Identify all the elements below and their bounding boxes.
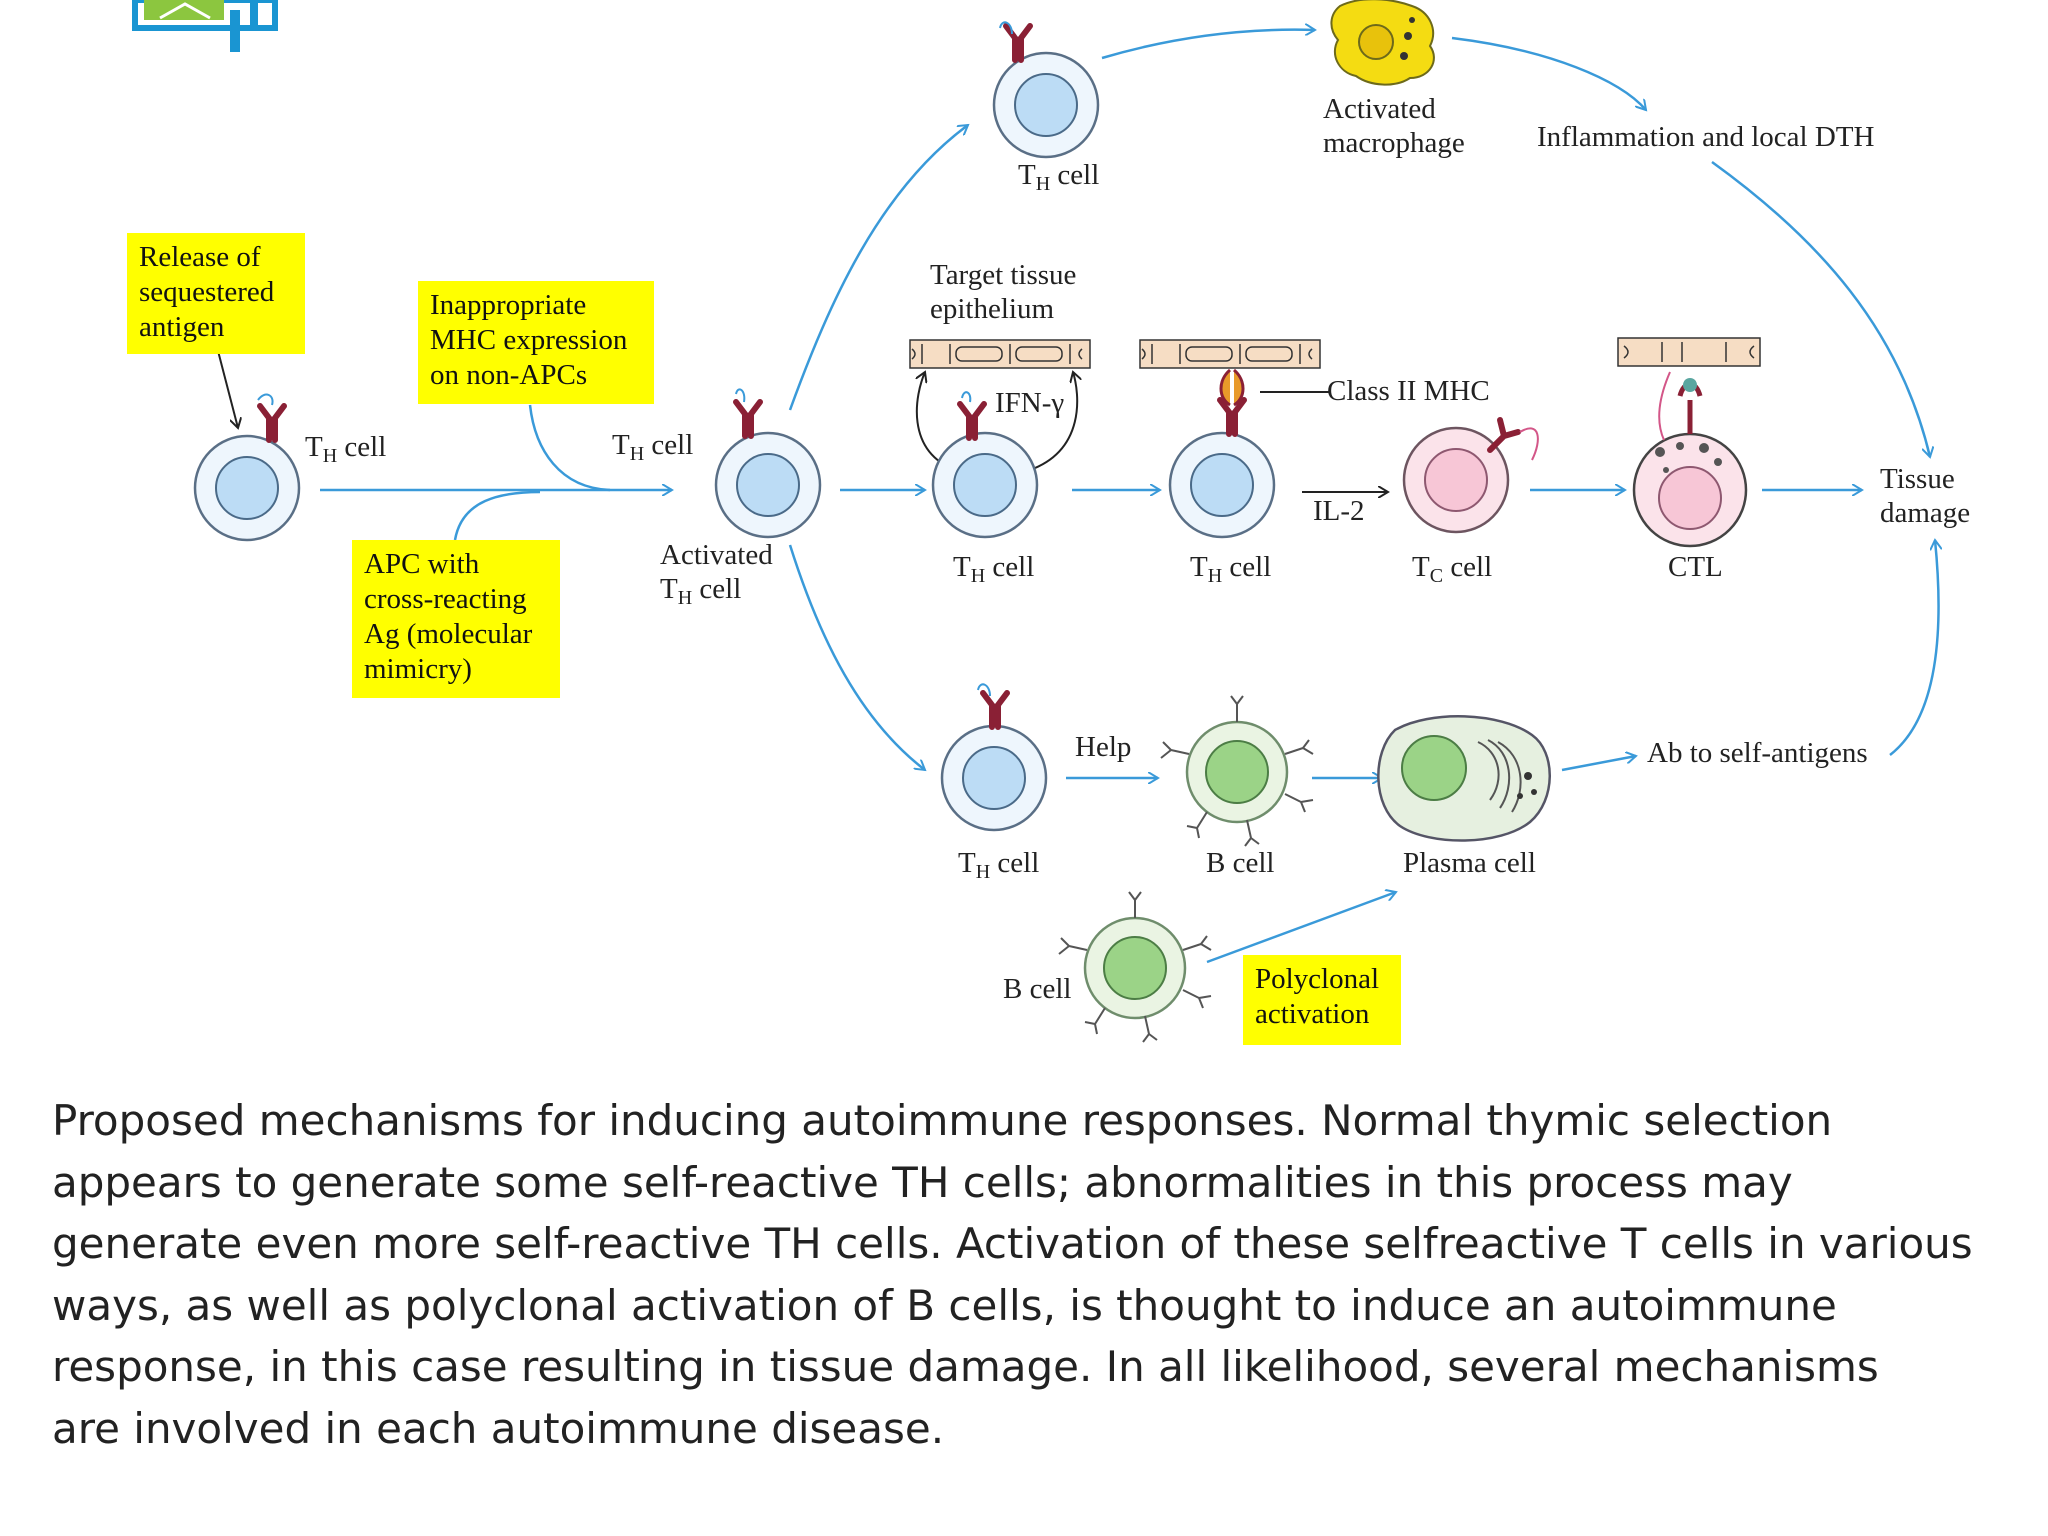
polyclonal-activation-box: Polyclonal activation xyxy=(1243,955,1401,1045)
tc-cell-label: TC cell xyxy=(1412,551,1493,587)
th-cell-mhc-label: TH cell xyxy=(1190,551,1272,587)
inflammation-label: Inflammation and local DTH xyxy=(1537,121,1875,153)
activated-macrophage-label: Activated macrophage xyxy=(1323,93,1465,159)
th-cell-mhc xyxy=(1168,400,1276,539)
th-cell-ifn-label: TH cell xyxy=(953,551,1035,587)
th-cell-top xyxy=(992,26,1100,159)
b-cell-bottom-label: B cell xyxy=(1003,973,1072,1005)
th-cell-origin-label: TH cell xyxy=(305,431,387,467)
th-cell-mid-label: TH cell xyxy=(612,429,694,465)
activated-th-label: Activated TH cell xyxy=(660,539,773,609)
th-cell-ifn xyxy=(931,404,1039,539)
th-cell-bottom xyxy=(940,693,1048,832)
autoimmune-mechanism-diagram xyxy=(193,0,2048,1044)
th-cell-origin xyxy=(193,406,301,542)
th-cell-bottom-label: TH cell xyxy=(958,847,1040,883)
b-cell-bottom xyxy=(1057,890,1213,1044)
b-cell-top xyxy=(1159,694,1315,848)
ifn-gamma-label: IFN-γ xyxy=(995,387,1065,419)
ctl-label: CTL xyxy=(1668,551,1723,583)
ab-self-antigens-label: Ab to self-antigens xyxy=(1647,737,1868,769)
tissue-damage-label: Tissue damage xyxy=(1880,463,1971,529)
mhc-expression-box: Inappropriate MHC expression on non-APCs xyxy=(418,281,654,404)
help-label: Help xyxy=(1075,731,1132,763)
target-tissue-label: Target tissue epithelium xyxy=(930,259,1077,325)
th-cell-activated xyxy=(714,402,822,539)
class-ii-mhc-label: Class II MHC xyxy=(1327,375,1490,407)
tc-cell xyxy=(1402,417,1539,534)
activated-macrophage-icon xyxy=(1330,0,1435,86)
logo-icon xyxy=(132,0,278,52)
plasma-cell-label: Plasma cell xyxy=(1403,847,1536,879)
b-cell-top-label: B cell xyxy=(1206,847,1275,879)
release-antigen-box: Release of sequestered antigen xyxy=(127,233,305,354)
figure-caption: Proposed mechanisms for inducing autoimm… xyxy=(52,1096,1973,1453)
plasma-cell-icon xyxy=(1377,715,1551,842)
th-cell-top-label: TH cell xyxy=(1018,159,1100,195)
il2-label: IL-2 xyxy=(1313,495,1365,527)
ctl-cell xyxy=(1632,371,1748,548)
apc-mimicry-box: APC with cross-reacting Ag (molecular mi… xyxy=(352,540,560,698)
